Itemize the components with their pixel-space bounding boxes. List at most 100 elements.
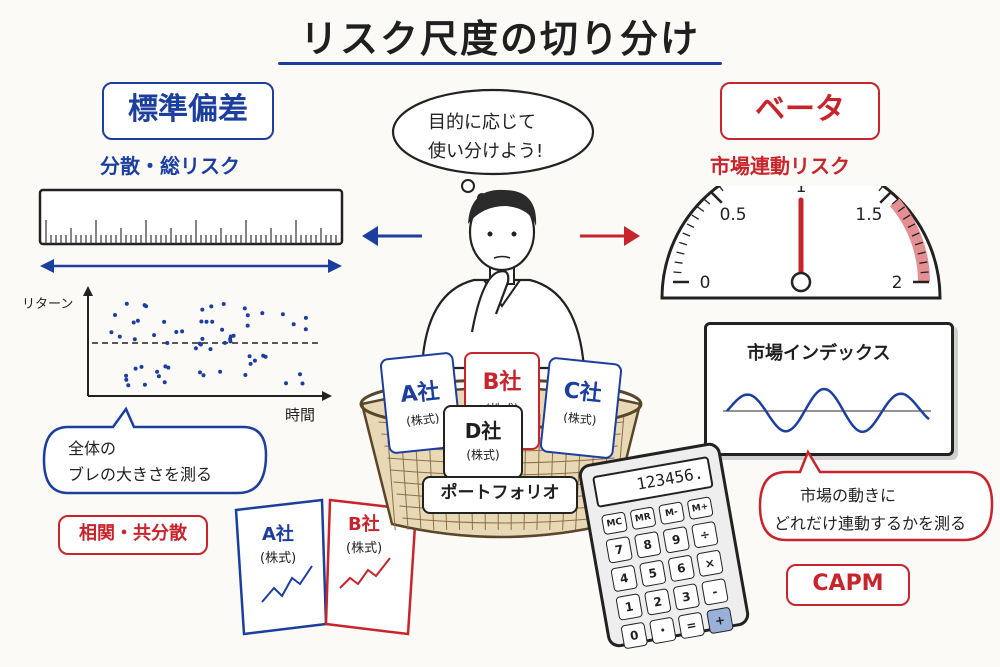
book-a-sub: (株式) [260,551,296,566]
arrow-right-red [580,226,640,246]
ruler-ticks [45,220,337,244]
book-b-line [339,557,391,589]
stock-card-d-sub: (株式) [466,448,500,462]
scatter-dot [242,306,247,311]
right-speech-bubble [758,449,994,542]
gauge-label: 2 [892,273,903,293]
calculator-key: 5 [638,559,667,588]
scatter-dot [247,354,252,359]
scatter-dot [245,313,250,318]
calculator-key: 8 [633,530,662,559]
book-a-line [261,565,313,603]
calculator-key: = [677,611,706,640]
scatter-y-label: リターン [22,297,73,312]
gauge-tick [703,198,711,205]
monitor-wave-chart [723,387,931,434]
scatter-dot [218,369,223,374]
book-b-name: B社 [348,513,380,535]
correlation-tag: 相関・共分散 [58,515,208,555]
market-index-monitor: 市場インデックス [704,322,954,456]
capm-tag-label: CAPM [812,571,884,596]
calculator-key: - [701,577,729,606]
calculator-key: M- [658,501,686,526]
scatter-dot [231,333,236,338]
scatter-dot [156,374,161,379]
scatter-dot [124,373,129,378]
gauge-tick [902,214,911,220]
scatter-dot [200,307,205,312]
scatter-y-arrow [83,286,93,296]
capm-tag: CAPM [786,564,910,606]
portfolio-label: ポートフォリオ [440,483,560,503]
portfolio-label-box: ポートフォリオ [422,476,578,514]
scatter-dot [210,319,215,324]
scatter-dot [303,327,308,332]
scatter-dot [155,369,160,374]
calculator-key: 4 [610,564,639,593]
scatter-dot [261,353,266,358]
scatter-dot [252,358,257,363]
thinking-man-illustration [420,189,586,370]
beta-heading: ベータ [755,92,845,127]
beta-heading-box: ベータ [720,82,880,140]
ruler-arrow-right [328,259,342,273]
gauge-red-zone [889,198,930,283]
gauge-tick [914,241,923,246]
calculator-key: 6 [667,554,696,583]
arrow-right-head [624,226,640,246]
calculator-key: 7 [605,535,634,564]
scatter-dot [174,330,179,334]
thought-dot-1 [461,179,475,193]
open-book-illustration: A社 (株式) B社 (株式) [234,498,418,636]
stock-card-d-name: D社 [464,419,502,443]
gauge-tick [920,271,929,274]
gauge-tick [879,190,893,204]
stock-card-d: D社 (株式) [443,405,523,479]
scatter-dot [193,346,198,351]
thought-line1: 目的に応じて [428,112,536,133]
gauge-tick [697,206,705,213]
scatter-dot [165,341,170,345]
title-underline [278,62,722,65]
calculator-key: 2 [643,588,672,616]
left-bubble-shape [42,406,268,495]
scatter-dot [142,303,147,308]
page-title: リスク尺度の切り分け [299,17,700,61]
gauge-tick [682,232,691,237]
stock-card-b-name: B社 [482,370,522,395]
scatter-dot [200,336,205,341]
scatter-dot [248,361,253,366]
gauge-tick [679,241,688,246]
gauge-tick [691,214,700,220]
scatter-chart: リターン 時間 [22,286,332,424]
calculator-key: MR [629,506,657,531]
scatter-dot [260,311,265,316]
scatter-dot [303,315,308,320]
scatter-dot [221,302,226,306]
scatter-dot [199,319,204,324]
scatter-dot [113,313,117,317]
man-mouth [493,255,511,259]
ruler-arrow-left [40,259,54,273]
scatter-dot [163,364,168,369]
stock-card-c: C社 (株式) [539,356,623,460]
arrow-left-blue [362,226,422,246]
right-bubble-shape [758,449,994,542]
gauge-tick [878,186,884,192]
scatter-dot [220,327,225,332]
calculator-key: 1 [615,593,644,621]
right-bubble-line2: どれだけ連動するかを測る [774,514,967,533]
stock-card-c-sub: (株式) [562,410,598,428]
gauge-tick [674,261,683,264]
gauge-tick [917,251,926,255]
scatter-dot [298,372,302,377]
book-b-sub: (株式) [346,541,382,556]
calculator-key: MC [600,511,629,536]
scatter-dot [131,320,136,325]
scatter-dot [197,341,202,346]
scatter-dot [135,318,140,323]
scatter-dot [162,319,167,324]
scatter-dot [280,312,285,317]
calculator-key: 9 [662,525,691,554]
